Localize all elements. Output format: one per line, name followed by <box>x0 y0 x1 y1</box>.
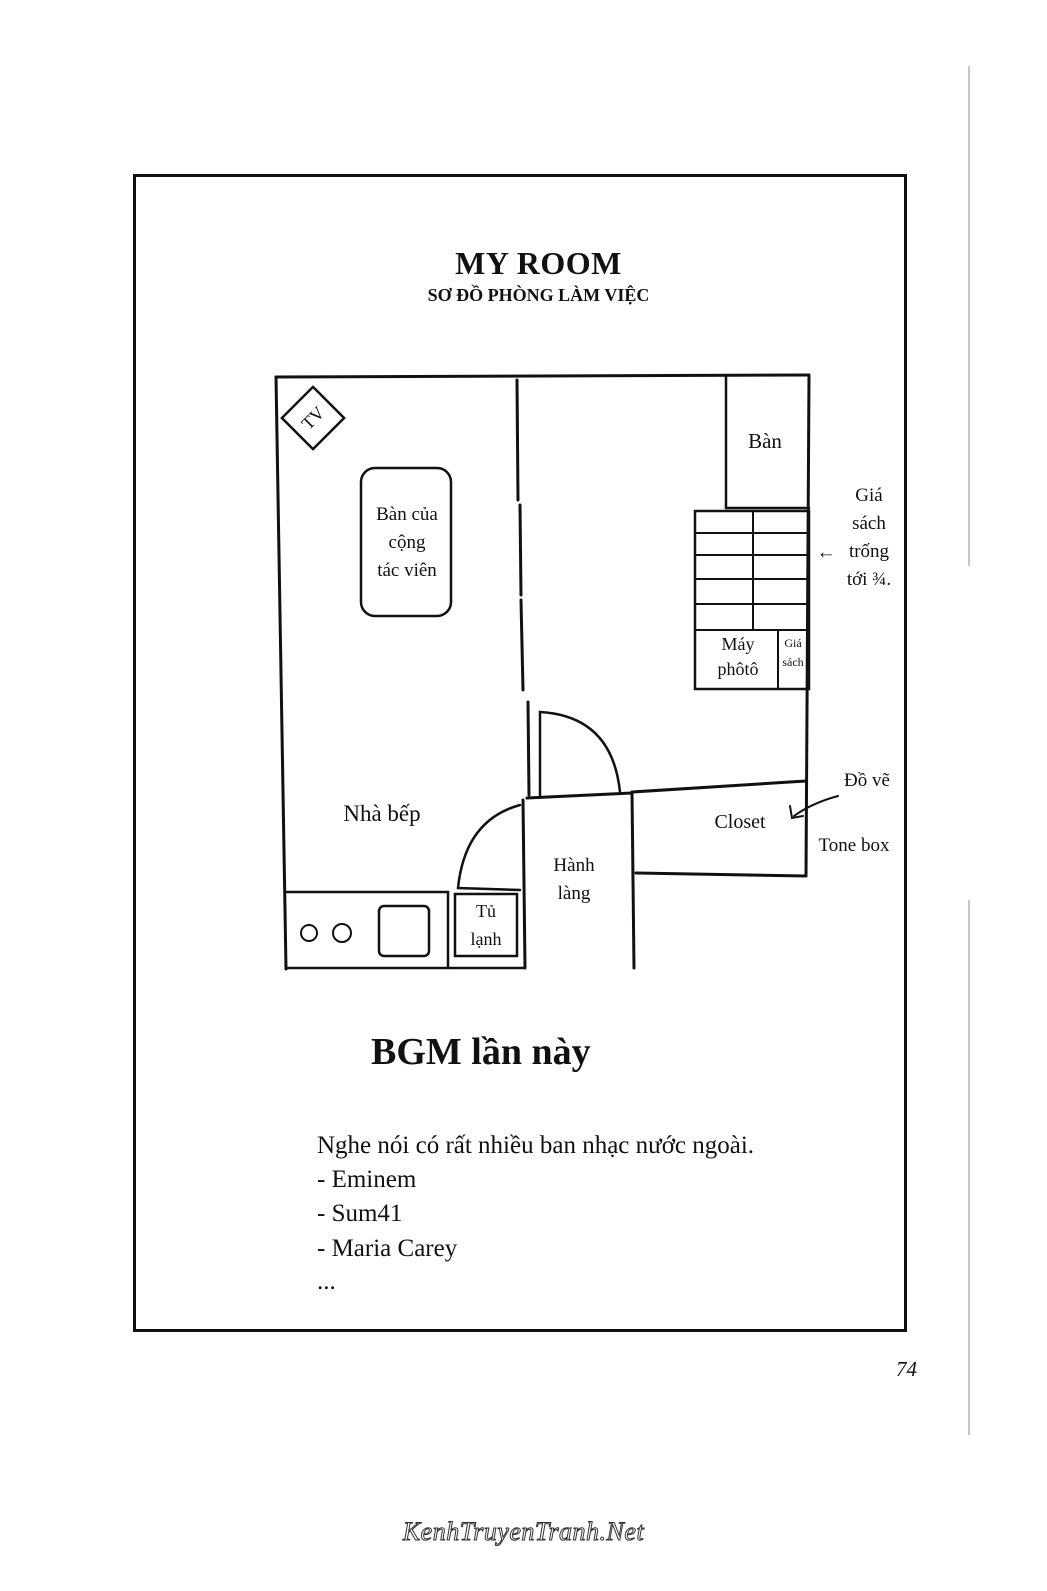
small-shelf-label: Giá sách <box>782 636 804 669</box>
tone-box-arrowhead <box>789 805 804 820</box>
hallway-left-wall <box>521 798 527 970</box>
kitchen-label: Nhà bếp <box>343 801 421 826</box>
desk-label: Bàn <box>748 429 782 453</box>
tone-box-arrow <box>793 795 839 817</box>
drawing-supplies-label: Đồ vẽ <box>844 770 890 791</box>
page-frame <box>133 174 907 1332</box>
bookshelf-note: Giá sách trống tới ¾. <box>846 485 892 590</box>
wall-right <box>804 373 811 878</box>
stove-burner-right <box>332 923 352 943</box>
wall-left <box>274 375 288 971</box>
tone-box-label: Tone box <box>818 835 890 856</box>
closet-label: Closet <box>714 811 766 833</box>
assistant-desk-box <box>359 466 453 618</box>
page-edge-mark-bottom <box>968 900 970 1435</box>
bookshelf-arrow-icon: ← <box>816 542 836 563</box>
bgm-list-item: - Sum41 <box>317 1200 403 1227</box>
bgm-list-item: - Maria Carey <box>317 1235 458 1262</box>
stove-burner-left <box>300 924 318 942</box>
hallway-right-wall <box>630 790 636 970</box>
page-edge-mark-top <box>968 66 970 566</box>
page-title: MY ROOM <box>455 245 622 281</box>
bgm-intro: Nghe nói có rất nhiều ban nhạc nước ngoà… <box>317 1132 755 1159</box>
page-subtitle: SƠ ĐỒ PHÒNG LÀM VIỆC <box>427 285 650 305</box>
bgm-list-item: - Eminem <box>317 1166 417 1193</box>
copier-label: Máy phôtô <box>717 634 759 679</box>
hallway-label: Hành làng <box>553 855 595 904</box>
wall-top <box>274 373 811 379</box>
office-door-arc <box>538 710 622 797</box>
watermark: KenhTruyenTranh.Net <box>402 1517 645 1547</box>
divider-lower <box>526 700 531 797</box>
closet-bottom-wall <box>634 871 808 878</box>
tv-box <box>280 385 346 451</box>
fridge-label: Tủ lạnh <box>470 901 502 949</box>
page-number: 74 <box>896 1357 917 1381</box>
assistant-desk-label: Bàn của cộng tác viên <box>376 504 438 581</box>
kitchen-door-arc <box>456 803 522 892</box>
hallway-top-wall <box>525 791 634 800</box>
closet-top-wall <box>630 779 808 794</box>
fridge-box <box>453 892 519 958</box>
divider-mid1 <box>518 503 523 597</box>
bgm-list-item: ... <box>317 1268 336 1295</box>
divider-upper <box>515 378 520 502</box>
bgm-title: BGM lần này <box>371 1031 591 1073</box>
divider-mid2 <box>519 598 525 692</box>
sink <box>377 904 431 958</box>
